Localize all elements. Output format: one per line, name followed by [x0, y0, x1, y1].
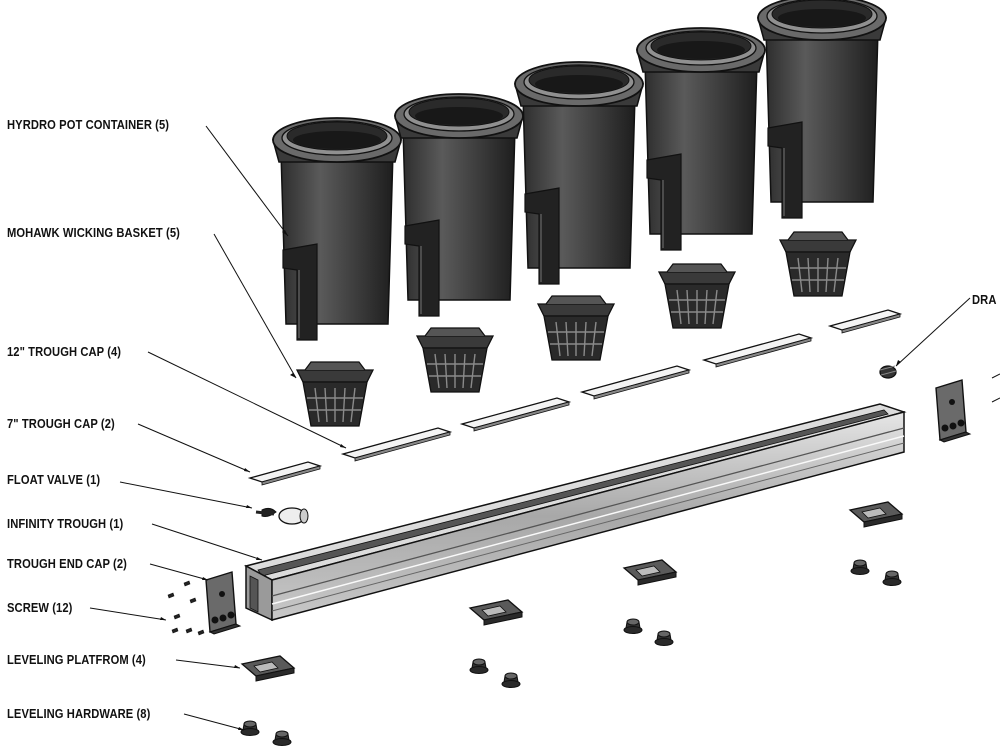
leveling-hardware [272, 730, 292, 746]
wicking-basket [296, 361, 374, 427]
float-valve [255, 507, 309, 525]
wicking-basket [779, 231, 857, 297]
label-wicking-basket: MOHAWK WICKING BASKET (5) [7, 225, 180, 240]
hydro-pot-container [514, 61, 644, 285]
label-screw: SCREW (12) [7, 600, 73, 615]
leveling-platform [241, 655, 295, 682]
leader-arrowheads [160, 230, 901, 730]
leveling-hardware [850, 559, 870, 575]
trough-cap-12 [461, 397, 570, 432]
leveling-hardware [240, 720, 260, 736]
leveling-platform [469, 599, 523, 626]
hydro-pot-container [636, 27, 766, 251]
trough-cap-7 [829, 309, 901, 334]
label-drain-partial: DRA [972, 292, 997, 307]
partial-leader-marks [991, 373, 1000, 403]
leveling-hardware [623, 618, 643, 634]
label-trough-cap-12: 12" TROUGH CAP (4) [7, 344, 122, 359]
trough-cap-12 [581, 365, 690, 400]
hydro-pot-container [757, 0, 887, 219]
label-float-valve: FLOAT VALVE (1) [7, 472, 101, 487]
leveling-hardware [654, 630, 674, 646]
wicking-basket [416, 327, 494, 393]
label-trough-cap-7: 7" TROUGH CAP (2) [7, 416, 115, 431]
leveling-platform [623, 559, 677, 586]
wicking-basket [658, 263, 736, 329]
label-hydro-pot-container: HYRDRO POT CONTAINER (5) [7, 117, 170, 132]
trough-cap-7 [249, 461, 321, 486]
drain-fitting [879, 365, 897, 379]
trough-end-cap [205, 571, 241, 635]
screws [167, 580, 205, 636]
leveling-hardware [501, 672, 521, 688]
label-leveling-hardware: LEVELING HARDWARE (8) [7, 706, 151, 721]
label-leveling-platform: LEVELING PLATFROM (4) [7, 652, 146, 667]
label-trough-end-cap: TROUGH END CAP (2) [7, 556, 127, 571]
wicking-basket [537, 295, 615, 361]
leveling-platform [849, 501, 903, 528]
leader-lines [89, 125, 971, 731]
trough-end-cap [935, 379, 971, 443]
hydro-pot-container [272, 117, 402, 341]
trough-cap-12 [342, 427, 451, 462]
leveling-hardware [882, 570, 902, 586]
label-infinity-trough: INFINITY TROUGH (1) [7, 516, 124, 531]
trough-cap-12 [703, 333, 812, 368]
hydro-pot-container [394, 93, 524, 317]
leveling-hardware [469, 658, 489, 674]
infinity-trough [243, 403, 907, 622]
